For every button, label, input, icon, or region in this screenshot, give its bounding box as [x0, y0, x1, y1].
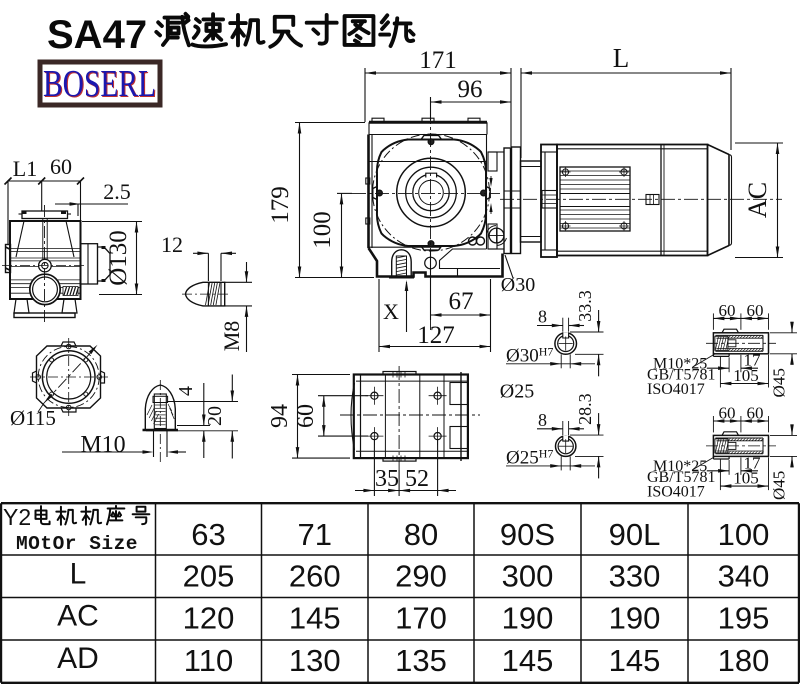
svg-text:L: L — [70, 558, 87, 591]
svg-text:80: 80 — [404, 517, 438, 552]
svg-text:M10: M10 — [80, 432, 125, 458]
svg-text:290: 290 — [395, 559, 447, 594]
svg-text:Ø115: Ø115 — [10, 406, 56, 430]
svg-text:260: 260 — [289, 559, 341, 594]
svg-text:8: 8 — [538, 307, 547, 327]
svg-text:127: 127 — [417, 322, 455, 349]
svg-text:AC: AC — [57, 600, 99, 633]
svg-text:195: 195 — [718, 601, 770, 636]
svg-text:ISO4017: ISO4017 — [647, 483, 705, 500]
svg-text:130: 130 — [289, 643, 341, 678]
svg-text:120: 120 — [183, 601, 235, 636]
svg-text:190: 190 — [502, 601, 554, 636]
svg-text:105: 105 — [733, 366, 759, 385]
svg-text:179: 179 — [267, 186, 294, 224]
svg-text:63: 63 — [191, 517, 225, 552]
svg-text:BOSERL: BOSERL — [43, 63, 156, 105]
svg-text:BOSERL: BOSERL — [44, 64, 157, 106]
svg-text:Ø30: Ø30 — [501, 274, 535, 296]
svg-text:ISO4017: ISO4017 — [647, 381, 705, 398]
svg-text:28.3: 28.3 — [575, 393, 595, 425]
svg-text:145: 145 — [502, 643, 554, 678]
svg-text:180: 180 — [718, 643, 770, 678]
svg-text:Ø130: Ø130 — [105, 230, 132, 286]
svg-text:205: 205 — [183, 559, 235, 594]
svg-text:135: 135 — [395, 643, 447, 678]
svg-text:MOtOr Size: MOtOr Size — [16, 533, 138, 555]
svg-text:60: 60 — [719, 301, 736, 320]
svg-text:52: 52 — [405, 466, 429, 492]
svg-text:2.5: 2.5 — [103, 179, 131, 204]
svg-text:190: 190 — [609, 601, 661, 636]
svg-text:L: L — [613, 43, 630, 73]
svg-text:60: 60 — [747, 404, 764, 423]
svg-text:300: 300 — [502, 559, 554, 594]
svg-text:71: 71 — [298, 517, 332, 552]
svg-text:100: 100 — [718, 517, 770, 552]
svg-text:12: 12 — [161, 232, 183, 257]
svg-text:90L: 90L — [609, 517, 661, 552]
svg-text:AD: AD — [57, 642, 99, 675]
svg-text:SA47: SA47 — [47, 13, 147, 57]
svg-text:60: 60 — [719, 404, 736, 423]
svg-text:170: 170 — [395, 601, 447, 636]
svg-text:M8: M8 — [219, 321, 244, 352]
svg-text:90S: 90S — [500, 517, 555, 552]
svg-text:145: 145 — [609, 643, 661, 678]
svg-text:60: 60 — [293, 404, 319, 428]
svg-text:20: 20 — [204, 406, 226, 426]
svg-text:Y2: Y2 — [3, 504, 31, 530]
svg-text:GB/T5781: GB/T5781 — [647, 469, 715, 486]
svg-text:Ø45: Ø45 — [770, 368, 789, 397]
svg-text:17: 17 — [744, 351, 762, 370]
svg-text:33.3: 33.3 — [575, 290, 595, 322]
svg-text:330: 330 — [609, 559, 661, 594]
svg-text:4: 4 — [175, 386, 197, 396]
svg-text:L1: L1 — [13, 156, 37, 181]
svg-text:340: 340 — [718, 559, 770, 594]
svg-text:94: 94 — [267, 404, 293, 428]
svg-text:96: 96 — [458, 76, 483, 103]
svg-text:Ø25: Ø25 — [500, 381, 534, 403]
svg-text:100: 100 — [309, 211, 336, 249]
svg-text:17: 17 — [744, 453, 762, 472]
svg-text:35: 35 — [375, 466, 399, 492]
svg-text:110: 110 — [184, 643, 233, 678]
svg-text:171: 171 — [419, 47, 457, 74]
svg-text:GB/T5781: GB/T5781 — [647, 366, 715, 383]
svg-text:105: 105 — [733, 469, 759, 488]
svg-text:60: 60 — [747, 301, 764, 320]
svg-text:60: 60 — [50, 154, 72, 179]
svg-text:Ø45: Ø45 — [770, 471, 789, 500]
svg-text:145: 145 — [289, 601, 341, 636]
svg-text:X: X — [383, 299, 399, 324]
svg-text:M10*25: M10*25 — [653, 458, 707, 475]
svg-text:8: 8 — [538, 410, 547, 430]
svg-text:M10*25: M10*25 — [653, 355, 707, 372]
svg-text:67: 67 — [449, 288, 474, 315]
svg-text:AC: AC — [743, 182, 772, 218]
